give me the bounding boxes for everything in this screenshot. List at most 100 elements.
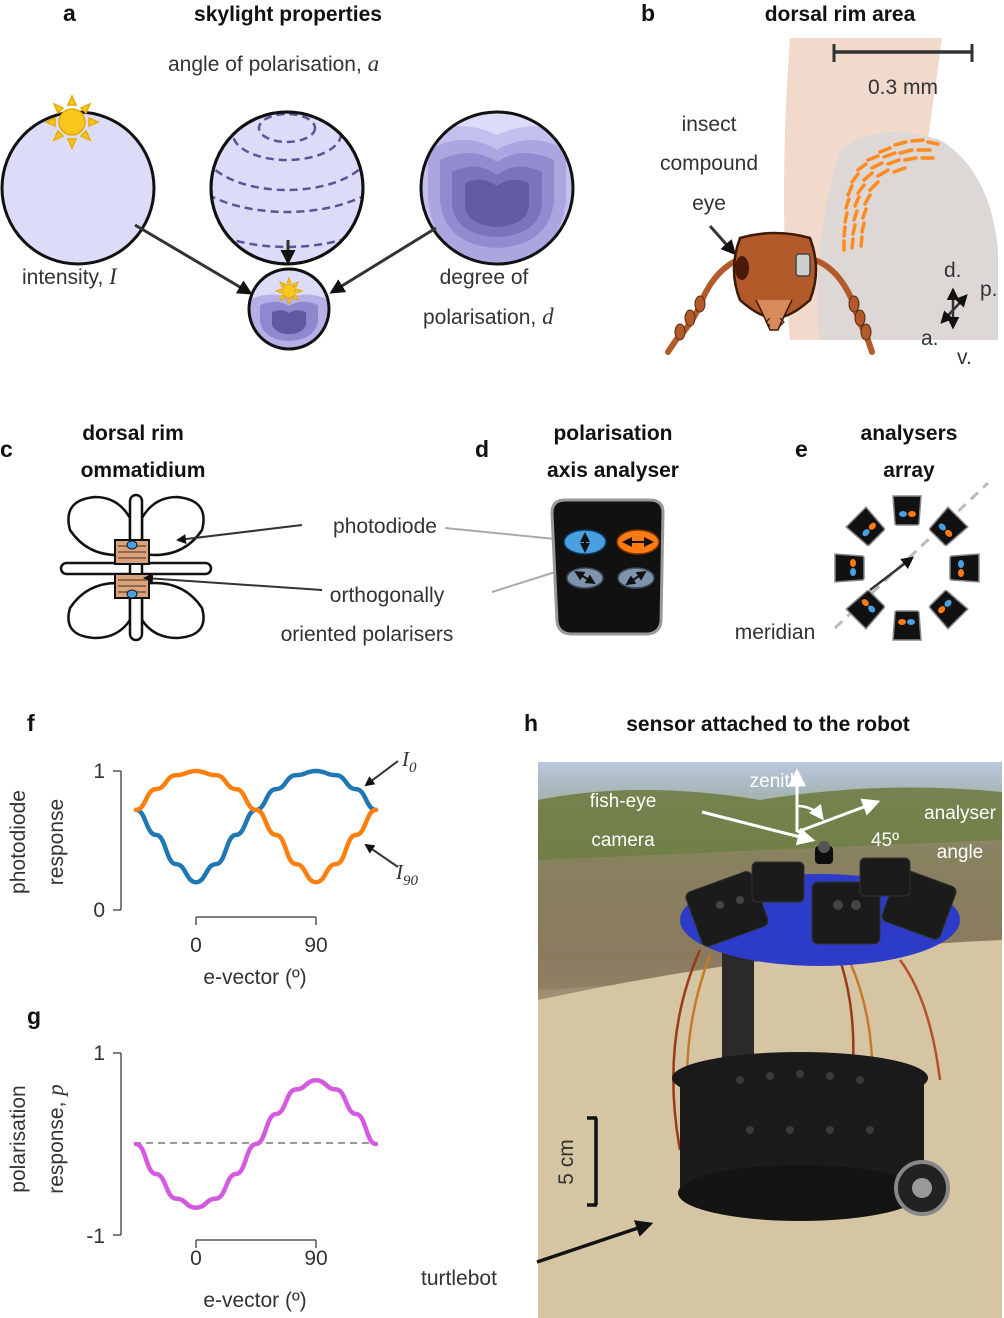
I0-pointer [364, 760, 399, 787]
panel-letter-f: f [27, 710, 35, 736]
dorsal-rim-ommatidia [842, 138, 940, 252]
panel-h-title: sensor attached to the robot [626, 713, 910, 736]
analyser-angle-arrow [796, 798, 881, 834]
ant-head-icon [665, 231, 875, 355]
dir-posterior: p. [980, 278, 998, 301]
angle-value: 45º [871, 830, 899, 851]
panel-c-title-2: ommatidium [81, 459, 206, 482]
f-xlabel: e-vector (º) [203, 966, 306, 989]
angle-label-2: angle [937, 842, 984, 863]
f-xtick-label-0: 0 [190, 934, 202, 957]
eye-label-3: eye [692, 192, 726, 215]
g-ytick-label-neg1: -1 [86, 1225, 105, 1248]
arrow-intensity [134, 223, 253, 295]
polariser-label-2: oriented polarisers [281, 623, 454, 646]
intensity-sky-disc [0, 94, 156, 266]
panel-d-title-1: polarisation [553, 422, 672, 445]
zenith-label: zenith [750, 771, 801, 792]
photodiode-cells [563, 529, 660, 589]
panel-letter-d: d [475, 436, 489, 462]
meridian-arrow [869, 556, 914, 591]
dir-anterior: a. [921, 327, 939, 350]
analyser-unit [928, 506, 969, 547]
eye-label-1: insect [682, 113, 737, 136]
panel-c-title-1: dorsal rim [82, 422, 184, 445]
panel-letter-a: a [63, 0, 76, 26]
analyser-device-body [550, 498, 665, 636]
arrow-dop [329, 226, 437, 294]
g-ytick-label-1: 1 [93, 1042, 105, 1065]
turtlebot-label: turtlebot [421, 1267, 497, 1290]
f-ylabel-1: photodiode [7, 790, 30, 894]
aop-sky-disc [209, 110, 365, 266]
camera-label-2: camera [591, 830, 655, 851]
panel-letter-e: e [795, 436, 808, 462]
small-sun-icon [274, 276, 304, 306]
analyser-unit [834, 553, 865, 583]
sun-icon [44, 94, 100, 150]
panel-b: b dorsal rim area 0.3 mm insect compound… [641, 0, 998, 369]
analyser-unit [892, 610, 922, 641]
analysers-array [834, 495, 980, 641]
camera-pointer [701, 810, 816, 846]
angle-label-1: analyser [924, 803, 996, 824]
panel-h: h sensor attached to the robot [421, 710, 1002, 1318]
panel-letter-c: c [0, 436, 13, 462]
panel-e-title-2: array [883, 459, 935, 482]
analyser-unit [928, 589, 969, 630]
analyser-unit [949, 553, 980, 583]
panel-letter-g: g [27, 1003, 41, 1029]
analyser-unit [845, 506, 886, 547]
dop-label-line1: degree of [440, 266, 529, 289]
g-xtick-label-90: 90 [304, 1247, 327, 1270]
photodiode-label: photodiode [333, 515, 437, 538]
panel-d: d polarisation axis analyser [475, 422, 679, 636]
panel-f: f photodiode response 1 0 0 90 e-vector … [7, 710, 419, 989]
f-ylabel-2: response [45, 799, 68, 885]
angle-arc [796, 803, 824, 821]
photodiode-arrow-c [176, 524, 303, 545]
polariser-stack [114, 539, 150, 599]
scale-label: 0.3 mm [868, 76, 938, 99]
dir-ventral: v. [957, 346, 972, 369]
panel-c: c dorsal rim ommatidium [0, 422, 213, 642]
ommatidium-diagram [59, 493, 213, 642]
analyser-unit [892, 495, 922, 526]
meridian-label: meridian [735, 621, 816, 644]
legend-I0: I0 [401, 747, 417, 776]
series-line-I0 [133, 768, 379, 885]
polariser-label-1: orthogonally [330, 584, 445, 607]
f-ytick-label-1: 1 [93, 760, 105, 783]
series-line-I90 [133, 768, 379, 885]
intensity-label: intensity, I [22, 264, 118, 289]
dop-sky-disc [419, 110, 575, 266]
f-xtick-label-90: 90 [304, 934, 327, 957]
panel-d-title-2: axis analyser [547, 459, 679, 482]
panel-letter-b: b [641, 0, 655, 26]
panel-letter-h: h [524, 710, 538, 736]
legend-I90: I90 [395, 860, 419, 889]
dir-dorsal: d. [944, 259, 962, 282]
g-ylabel-2: response, p [43, 1084, 68, 1194]
robot-scale-label: 5 cm [555, 1139, 578, 1185]
g-xlabel: e-vector (º) [203, 1289, 306, 1312]
series-line-p [133, 1078, 379, 1210]
panel-a: a skylight properties angle of polarisat… [0, 0, 575, 351]
eye-label-2: compound [660, 152, 758, 175]
panel-g: g polarisation response, p 1 -1 0 90 e-v… [7, 1003, 379, 1312]
turtlebot-pointer [536, 1220, 654, 1264]
analyser-unit [845, 589, 886, 630]
shared-labels-cd: photodiode orthogonally oriented polaris… [143, 515, 626, 646]
camera-label-1: fish-eye [590, 791, 657, 812]
g-ylabel-1: polarisation [7, 1085, 30, 1192]
f-ytick-label-0: 0 [93, 899, 105, 922]
aop-label: angle of polarisation, a [168, 51, 379, 76]
robot-photo [538, 762, 1002, 1318]
I90-pointer [364, 843, 399, 868]
panel-e: e analysers array meridian [735, 422, 990, 644]
orientation-compass [940, 287, 968, 330]
panel-b-title: dorsal rim area [765, 3, 916, 26]
combined-sky-disc [247, 267, 331, 351]
eye-pointer-arrow [708, 225, 736, 256]
